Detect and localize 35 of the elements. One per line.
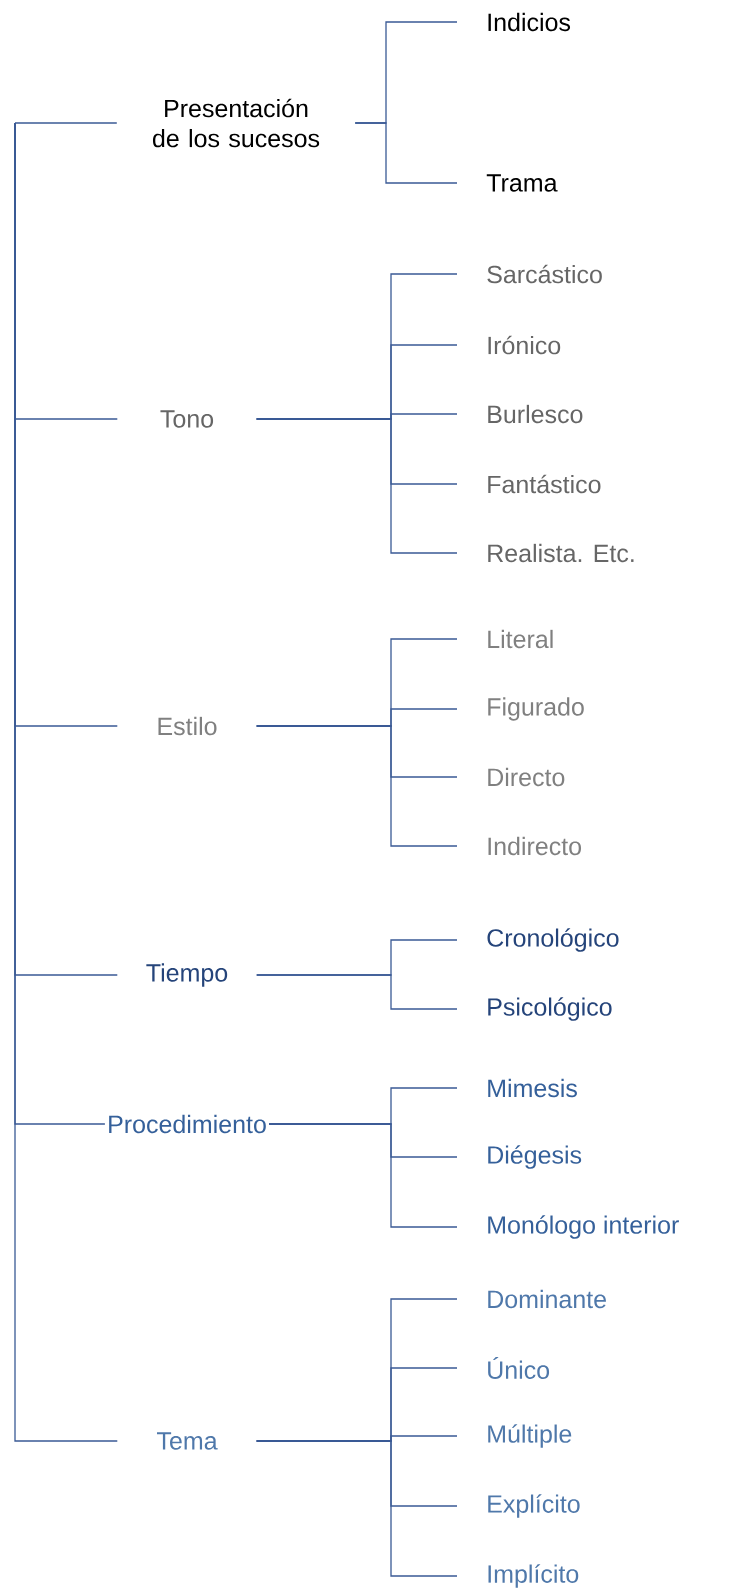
bracket-line — [14, 122, 118, 124]
category-label: Procedimiento — [109, 1114, 266, 1134]
category-label: Tiempo — [146, 963, 228, 987]
item-label: Psicológico — [488, 997, 612, 1021]
item-label: Indicios — [488, 12, 571, 32]
item-label: Único — [488, 1357, 550, 1379]
item-label: Literal — [488, 629, 553, 649]
item-label: Cronológico — [487, 928, 619, 952]
item-label: Irónico — [488, 335, 561, 355]
item-label: Múltiple — [488, 1424, 572, 1448]
item-label: Diégesis — [488, 1145, 582, 1169]
item-label: Realista. Etc. — [488, 543, 634, 563]
item-label: Figurado — [488, 697, 584, 721]
bracket-line — [14, 122, 118, 1442]
item-label: Monólogo interior — [488, 1215, 679, 1239]
item-label: Directo — [488, 767, 565, 787]
bracket-line — [256, 418, 458, 554]
category-label: Presentación de los sucesos — [153, 98, 320, 148]
category-label: Estilo — [158, 716, 217, 736]
item-label: Implícito — [488, 1564, 579, 1588]
item-label: Sarcástico — [487, 264, 602, 284]
category-label: Tono — [160, 410, 214, 428]
bracket-line — [268, 1123, 458, 1228]
category-label: Tema — [157, 1432, 218, 1450]
item-label: Indirecto — [488, 836, 582, 856]
item-label: Trama — [486, 174, 558, 192]
bracket-line — [354, 122, 458, 184]
bracket-line — [256, 725, 458, 847]
item-label: Explícito — [488, 1494, 580, 1518]
item-label: Burlesco — [488, 404, 583, 424]
item-label: Mimesis — [488, 1078, 577, 1098]
item-label: Fantástico — [488, 474, 601, 494]
bracket-line — [256, 1440, 458, 1577]
item-label: Dominante — [488, 1289, 606, 1309]
bracket-line — [256, 974, 458, 1010]
